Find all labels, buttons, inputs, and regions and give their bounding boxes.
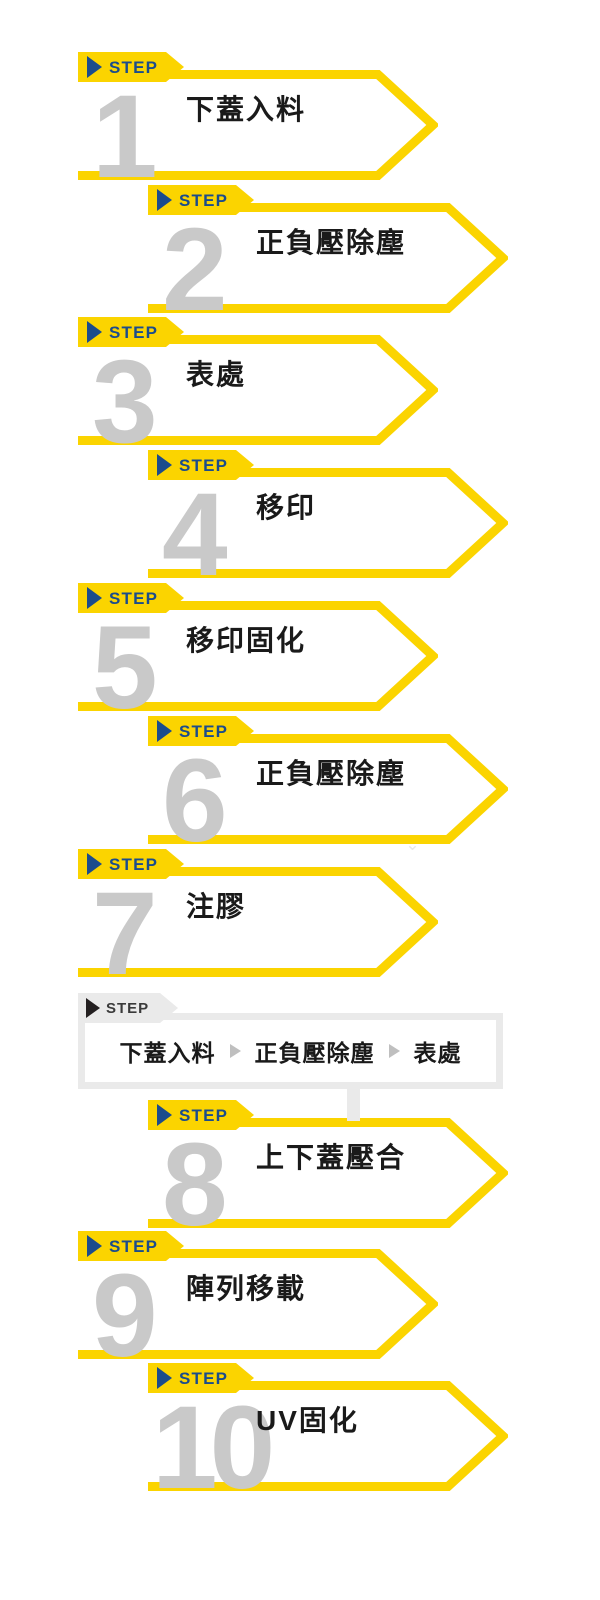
step-label-8: 上下蓋壓合 <box>256 1142 407 1173</box>
triangle-right-icon <box>157 189 172 211</box>
sub-step-frame <box>78 1013 503 1089</box>
step-badge-3: STEP <box>78 317 184 347</box>
sub-step-badge: STEP <box>78 993 178 1023</box>
step-arrow-10 <box>148 1381 508 1491</box>
step-arrow-outline <box>78 335 438 445</box>
step-label-5: 移印固化 <box>186 625 307 656</box>
sub-step-item-list: 下蓋入料 正負壓除塵 表處 <box>78 1013 503 1089</box>
step-arrow-7 <box>78 867 438 977</box>
sub-step-item[interactable]: 下蓋入料 <box>119 1040 216 1066</box>
step-arrow-2 <box>148 203 508 313</box>
triangle-right-icon <box>157 1367 172 1389</box>
step-arrow-outline <box>148 203 508 313</box>
triangle-right-icon <box>157 1104 172 1126</box>
step-badge-label: STEP <box>179 1368 229 1388</box>
chevron-down-icon: ⌄ <box>405 835 420 854</box>
triangle-right-icon <box>87 321 102 343</box>
step-arrow-3 <box>78 335 438 445</box>
triangle-right-icon <box>87 56 102 78</box>
step-label-9: 陣列移載 <box>186 1273 307 1304</box>
step-badge-4: STEP <box>148 450 254 480</box>
step-number-2: 2 <box>162 204 228 336</box>
sub-step-item[interactable]: 正負壓除塵 <box>254 1040 375 1066</box>
step-arrow-outline <box>78 70 438 180</box>
step-arrow-outline <box>148 1118 508 1228</box>
step-badge-9: STEP <box>78 1231 184 1261</box>
step-number-7: 7 <box>92 868 158 1000</box>
step-arrow-outline <box>78 601 438 711</box>
step-badge-5: STEP <box>78 583 184 613</box>
step-badge-label: STEP <box>109 854 159 874</box>
step-badge-label: STEP <box>179 721 229 741</box>
step-number-3: 3 <box>92 336 158 468</box>
sub-step-badge-label: STEP <box>106 999 150 1017</box>
triangle-right-icon <box>87 853 102 875</box>
step-label-4: 移印 <box>256 492 317 523</box>
step-label-6: 正負壓除塵 <box>256 758 407 789</box>
step-badge-7: STEP <box>78 849 184 879</box>
step-badge-label: STEP <box>179 455 229 475</box>
step-arrow-4 <box>148 468 508 578</box>
sub-step-item[interactable]: 表處 <box>413 1040 462 1066</box>
step-badge-label: STEP <box>109 322 159 342</box>
step-badge-1: STEP <box>78 52 184 82</box>
step-label-10: UV固化 <box>256 1405 359 1436</box>
step-arrow-outline <box>78 1249 438 1359</box>
step-number-1: 1 <box>92 71 158 203</box>
step-number-10: 10 <box>152 1382 275 1514</box>
step-label-7: 注膠 <box>186 891 247 922</box>
triangle-right-icon <box>157 454 172 476</box>
step-number-4: 4 <box>162 469 228 601</box>
step-arrow-outline <box>148 1381 508 1491</box>
step-arrow-1 <box>78 70 438 180</box>
step-badge-label: STEP <box>179 1105 229 1125</box>
triangle-right-icon <box>229 1044 241 1058</box>
step-arrow-outline <box>78 867 438 977</box>
step-badge-2: STEP <box>148 185 254 215</box>
sub-step-group[interactable]: 下蓋入料 正負壓除塵 表處 STEP <box>78 993 503 1089</box>
sub-step-connector <box>347 1089 360 1121</box>
step-number-6: 6 <box>162 735 228 867</box>
triangle-right-icon <box>87 1235 102 1257</box>
step-label-3: 表處 <box>186 359 247 390</box>
step-badge-label: STEP <box>109 588 159 608</box>
step-badge-8: STEP <box>148 1100 254 1130</box>
step-arrow-outline <box>148 734 508 844</box>
step-badge-label: STEP <box>109 1236 159 1256</box>
triangle-right-icon <box>388 1044 400 1058</box>
step-arrow-6 <box>148 734 508 844</box>
step-number-9: 9 <box>92 1250 158 1382</box>
triangle-right-icon <box>87 587 102 609</box>
step-arrow-8 <box>148 1118 508 1228</box>
step-arrow-outline <box>148 468 508 578</box>
step-badge-10: STEP <box>148 1363 254 1393</box>
step-badge-label: STEP <box>179 190 229 210</box>
triangle-right-icon <box>86 998 100 1018</box>
step-badge-6: STEP <box>148 716 254 746</box>
step-label-1: 下蓋入料 <box>186 94 307 125</box>
step-arrow-5 <box>78 601 438 711</box>
triangle-right-icon <box>157 720 172 742</box>
step-number-5: 5 <box>92 602 158 734</box>
step-badge-label: STEP <box>109 57 159 77</box>
step-number-8: 8 <box>162 1119 228 1251</box>
step-arrow-9 <box>78 1249 438 1359</box>
step-label-2: 正負壓除塵 <box>256 227 407 258</box>
